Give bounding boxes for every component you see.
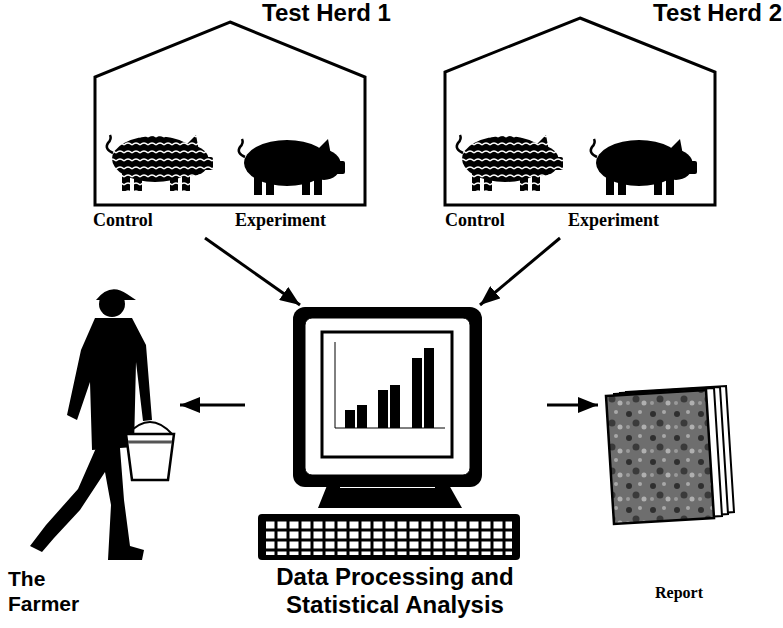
- house-outline-layer: [440, 0, 780, 238]
- monitor-frame: [293, 307, 482, 487]
- report-node: Report: [598, 385, 738, 610]
- computer-node: Data Processing and Statistical Analysis: [245, 305, 547, 627]
- bar: [345, 410, 355, 428]
- bar: [378, 390, 388, 428]
- text-holder: Control: [445, 210, 505, 232]
- experiment-pig: [239, 139, 345, 195]
- group-label: Experiment: [235, 210, 326, 232]
- report-label: Report: [655, 583, 703, 602]
- bucket-contents: [128, 441, 172, 444]
- house-outline: [95, 22, 365, 205]
- herd-house: Test Herd 2 Control Experiment: [440, 0, 782, 238]
- flow-arrow: [205, 238, 300, 305]
- group-label: Control: [93, 210, 153, 232]
- flow-arrow: [480, 238, 560, 305]
- bucket: [126, 434, 174, 480]
- monitor-bezel: [305, 318, 470, 475]
- house-outline-layer: [88, 0, 438, 238]
- farmer-figure: [30, 289, 174, 560]
- text-holder: The Farmer: [8, 566, 108, 616]
- bar: [390, 385, 400, 428]
- text-holder: Control: [93, 210, 153, 232]
- keyboard: [258, 514, 520, 560]
- coat: [67, 318, 152, 450]
- flow-arrow: [180, 404, 245, 407]
- experiment-pig: [591, 139, 697, 195]
- text-holder: Test Herd 1: [262, 0, 391, 26]
- computer-label: Data Processing and Statistical Analysis: [245, 563, 545, 618]
- herd-house: Test Herd 1 Control Experiment: [88, 0, 438, 238]
- chart-bars: [345, 348, 434, 428]
- text-holder: Test Herd 2: [653, 0, 782, 26]
- farmer-node: The Farmer: [5, 280, 180, 625]
- text-holder: Experiment: [235, 210, 326, 232]
- text-holder: Report: [655, 583, 703, 602]
- computer-icon: [258, 307, 520, 560]
- herd-title: Test Herd 1: [262, 0, 391, 26]
- screen: [322, 332, 452, 457]
- flow-arrow: [547, 404, 598, 407]
- control-pig: [107, 135, 213, 191]
- text-holder: Data Processing and Statistical Analysis: [245, 563, 545, 618]
- group-label: Experiment: [568, 210, 659, 232]
- cap: [96, 289, 136, 300]
- bar: [412, 358, 422, 428]
- bar: [357, 405, 367, 428]
- keyboard-keys: [266, 519, 512, 555]
- legs: [30, 448, 144, 560]
- text-holder: Experiment: [568, 210, 659, 232]
- bucket-handle: [128, 422, 172, 434]
- group-label: Control: [445, 210, 505, 232]
- farmer-label: The Farmer: [8, 566, 108, 616]
- report-booklet: [606, 386, 734, 524]
- bar: [424, 348, 434, 428]
- control-pig: [457, 135, 563, 191]
- house-outline: [445, 18, 715, 205]
- herd-title: Test Herd 2: [653, 0, 782, 26]
- chart-axes: [335, 342, 445, 428]
- report-cover: [606, 390, 714, 524]
